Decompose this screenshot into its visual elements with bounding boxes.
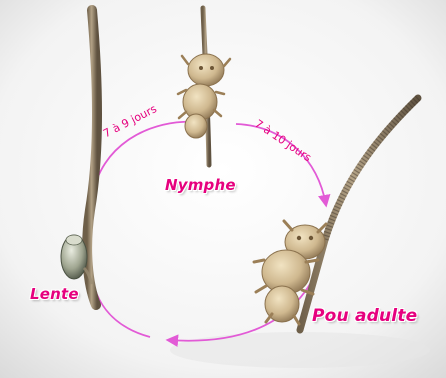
label-egg: Lente	[30, 285, 79, 303]
floor-reflection	[170, 332, 430, 368]
label-adult: Pou adulte	[312, 306, 417, 326]
label-nymph: Nymphe	[165, 176, 236, 194]
